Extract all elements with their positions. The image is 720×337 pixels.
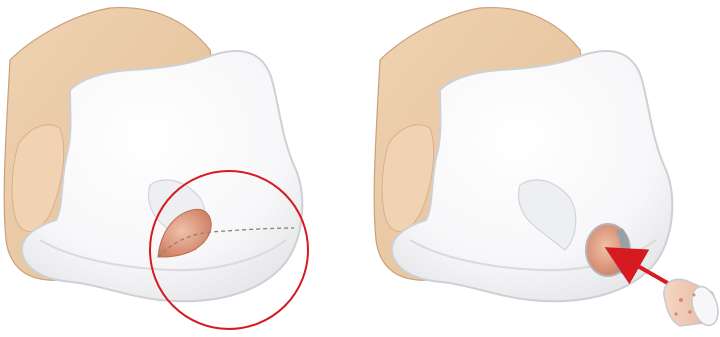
right-panel-graft <box>374 8 720 329</box>
left-panel-lesion <box>4 8 308 329</box>
osteochondral-graft-plug <box>664 279 720 328</box>
